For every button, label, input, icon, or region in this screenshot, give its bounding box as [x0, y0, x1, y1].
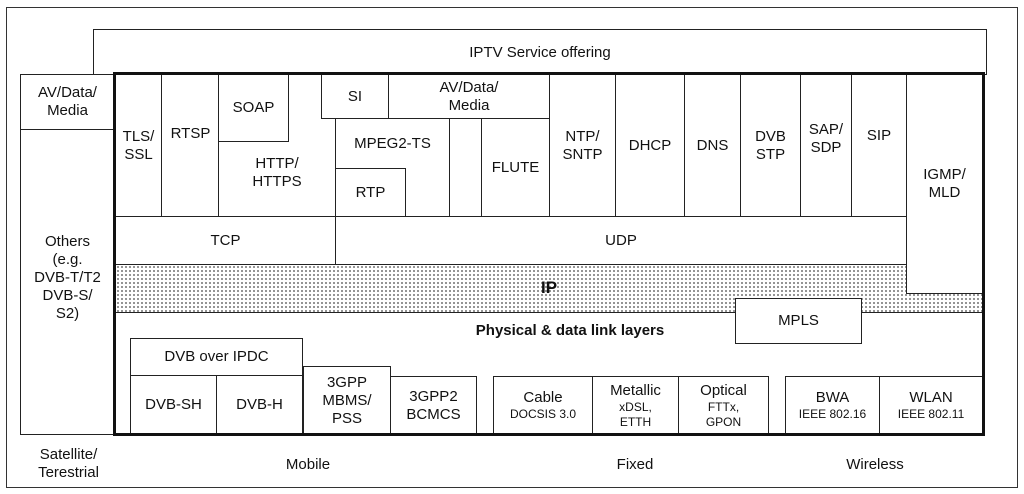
dvb-sh-box: DVB-SH [130, 375, 217, 435]
fixed-label: Fixed [616, 456, 654, 473]
metallic-box: Metallic xDSL, ETTH [592, 376, 679, 435]
cable-sub: DOCSIS 3.0 [509, 407, 577, 421]
wlan-sub: IEEE 802.11 [897, 407, 965, 421]
sip-label: SIP [866, 127, 892, 144]
cable-box: Cable DOCSIS 3.0 [493, 376, 593, 435]
udp-label: UDP [605, 231, 637, 249]
dvb-sh-label: DVB-SH [145, 396, 202, 413]
mobile-label: Mobile [285, 456, 331, 473]
iptv-service-offering-box: IPTV Service offering [93, 29, 987, 75]
tls-ssl-label: TLS/ SSL [122, 127, 155, 163]
mpls-label: MPLS [778, 312, 819, 329]
tcp-label: TCP [210, 231, 241, 249]
mbms-label: 3GPP MBMS/ PSS [322, 373, 372, 427]
iptv-service-offering-label: IPTV Service offering [469, 44, 611, 61]
igmp-mld-box: IGMP/ MLD [906, 74, 983, 294]
physical-layers-label: Physical & data link layers [475, 322, 665, 339]
av-data-media-inner-label: AV/Data/ Media [439, 78, 499, 114]
sip-box: SIP [851, 74, 907, 217]
mpeg2-ts-label: MPEG2-TS [354, 135, 431, 152]
wireless-label: Wireless [846, 456, 904, 473]
mpls-box: MPLS [735, 298, 862, 344]
dvb-over-ipdc-label: DVB over IPDC [164, 348, 269, 365]
optical-title: Optical [700, 381, 747, 399]
dhcp-label: DHCP [628, 136, 672, 154]
rtsp-divider [218, 74, 219, 217]
optical-sub: FTTx, GPON [705, 399, 742, 429]
http-https-label: HTTP/ HTTPS [252, 155, 302, 190]
si-box: SI [321, 74, 389, 119]
main-stack-frame [113, 72, 985, 436]
cable-title: Cable [523, 389, 563, 406]
ip-label: IP [540, 278, 558, 298]
dvb-stp-label: DVB STP [755, 127, 786, 163]
optical-box: Optical FTTx, GPON [678, 376, 769, 435]
sap-sdp-label: SAP/ SDP [808, 121, 844, 156]
av-data-media-left-label: AV/Data/ Media [38, 84, 97, 119]
rtsp-label: RTSP [170, 125, 211, 142]
bwa-sub: IEEE 802.16 [798, 407, 867, 421]
dvb-h-label: DVB-H [236, 396, 283, 413]
igmp-mld-label: IGMP/ MLD [923, 166, 966, 201]
sap-sdp-box: SAP/ SDP [800, 74, 852, 217]
tcp-box: TCP [115, 216, 336, 265]
flute-label: FLUTE [491, 158, 540, 176]
ntp-sntp-label: NTP/ SNTP [562, 127, 603, 163]
metallic-title: Metallic [610, 381, 661, 399]
dvb-h-box: DVB-H [216, 375, 303, 435]
satellite-terrestrial-label: Satellite/ Terestrial [38, 446, 99, 481]
bwa-title: BWA [815, 389, 850, 406]
rtp-box: RTP [335, 168, 406, 217]
av-data-media-left-box: AV/Data/ Media [20, 74, 115, 130]
left-column-box [20, 74, 115, 435]
flute-box: FLUTE [481, 118, 550, 217]
soap-label: SOAP [232, 99, 275, 116]
wlan-title: WLAN [909, 389, 953, 406]
tls-ssl-box: TLS/ SSL [115, 74, 162, 217]
udp-box: UDP [335, 216, 907, 265]
si-label: SI [347, 87, 363, 105]
outer-frame [6, 7, 1018, 488]
others-label: Others (e.g. DVB-T/T2 DVB-S/ S2) [34, 233, 101, 322]
metallic-sub: xDSL, ETTH [619, 399, 652, 429]
bcmcs-label: 3GPP2 BCMCS [406, 387, 461, 423]
dns-label: DNS [696, 136, 729, 154]
dhcp-box: DHCP [615, 74, 685, 217]
av-data-media-inner-box: AV/Data/ Media [388, 74, 550, 119]
wlan-box: WLAN IEEE 802.11 [879, 376, 983, 435]
rtp-label: RTP [355, 183, 386, 201]
